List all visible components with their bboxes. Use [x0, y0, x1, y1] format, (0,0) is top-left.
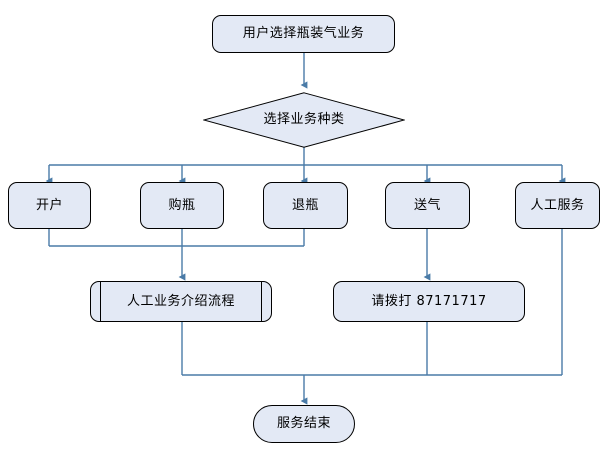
node-manual-service[interactable]: 人工服务: [515, 182, 600, 229]
node-call-number-label: 请拨打 87171717: [371, 293, 487, 309]
predefined-process-rail-left: [100, 282, 101, 321]
node-open-account[interactable]: 开户: [8, 182, 91, 229]
node-end-label: 服务结束: [276, 416, 331, 432]
node-open-account-label: 开户: [35, 197, 63, 213]
node-return-bottle[interactable]: 退瓶: [263, 182, 348, 229]
node-deliver-gas-label: 送气: [413, 197, 441, 213]
node-manual-intro-label: 人工业务介绍流程: [126, 293, 235, 309]
node-deliver-gas[interactable]: 送气: [385, 182, 470, 229]
node-decision-label: 选择业务种类: [263, 112, 345, 128]
node-start[interactable]: 用户选择瓶装气业务: [212, 15, 395, 53]
node-buy-bottle[interactable]: 购瓶: [140, 182, 224, 229]
predefined-process-rail-right: [261, 282, 262, 321]
node-manual-service-label: 人工服务: [530, 197, 585, 213]
node-manual-intro[interactable]: 人工业务介绍流程: [90, 281, 272, 322]
node-start-label: 用户选择瓶装气业务: [242, 26, 365, 42]
node-call-number[interactable]: 请拨打 87171717: [333, 281, 525, 322]
node-end[interactable]: 服务结束: [253, 405, 355, 443]
node-buy-bottle-label: 购瓶: [168, 197, 196, 213]
node-decision[interactable]: 选择业务种类: [203, 92, 405, 148]
node-return-bottle-label: 退瓶: [291, 197, 319, 213]
decision-diamond-shape: [203, 92, 405, 148]
